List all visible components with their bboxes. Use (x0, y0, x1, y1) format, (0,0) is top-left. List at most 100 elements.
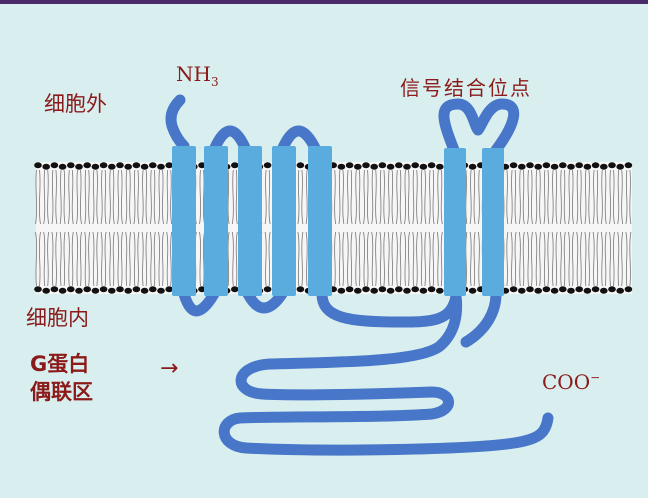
lipid-tail (568, 231, 571, 287)
lipid-tail (161, 231, 164, 287)
lipid-tail (469, 169, 472, 225)
lipid-tail (133, 231, 136, 287)
lipid-tail (350, 231, 353, 287)
lipid-tail (346, 169, 349, 225)
lipid-head (624, 162, 633, 169)
g-protein-arrow-icon: → (160, 356, 179, 381)
lipid-tail (358, 169, 361, 225)
lipid-head (608, 162, 616, 169)
lipid-tail (412, 231, 415, 287)
lipid-tail (38, 169, 41, 225)
lipid-tail (617, 231, 620, 287)
lipid-tail (166, 169, 169, 225)
lipid-head (50, 162, 59, 169)
lipid-tail (170, 169, 173, 225)
lipid-bilayer (34, 162, 633, 294)
lipid-tail (141, 231, 144, 287)
lipid-tail (416, 169, 419, 225)
lipid-tail (428, 169, 431, 225)
lipid-tail (363, 231, 366, 287)
lipid-tail (133, 169, 136, 225)
lipid-head (370, 287, 379, 294)
lipid-tail (420, 231, 423, 287)
lipid-tail (510, 231, 513, 287)
lipid-head (550, 163, 559, 170)
lipid-tail (235, 231, 238, 287)
lipid-tail (436, 231, 439, 287)
lipid-head (263, 286, 272, 293)
top-border (0, 0, 648, 4)
lipid-tail (600, 231, 603, 287)
lipid-tail (399, 169, 402, 225)
lipid-tail (158, 169, 161, 225)
lipid-head (165, 286, 173, 293)
lipid-head (567, 163, 575, 170)
lipid-tail (202, 231, 205, 287)
lipid-tail (629, 231, 632, 287)
lipid-tail (559, 169, 562, 225)
lipid-tail (576, 231, 579, 287)
helix-3 (238, 146, 262, 296)
lipid-tail (120, 169, 123, 225)
lipid-tail (334, 231, 337, 287)
lipid-tail (424, 231, 427, 287)
lipid-tail (395, 169, 398, 225)
lipid-tail (428, 231, 431, 287)
lipid-head (550, 287, 559, 294)
lipid-tail (563, 231, 566, 287)
lipid-tail (465, 231, 468, 287)
lipid-tail (346, 231, 349, 287)
lipid-tail (518, 231, 521, 287)
g-protein-label-line2: 偶联区 (30, 380, 93, 404)
lipid-tail (371, 169, 374, 225)
lipid-head (149, 286, 157, 293)
lipid-tail (420, 169, 423, 225)
lipid-tail (129, 169, 132, 225)
lipid-tail (305, 231, 308, 287)
lipid-tail (84, 231, 87, 287)
lipid-tail (522, 169, 525, 225)
lipid-tail (141, 169, 144, 225)
lipid-tail (612, 169, 615, 225)
lipid-tail (35, 169, 38, 225)
lipid-tail (67, 169, 70, 225)
lipid-tail (264, 169, 267, 225)
lipid-tail (535, 169, 538, 225)
lipid-tail (338, 231, 341, 287)
lipid-tail (366, 231, 369, 287)
lipid-head (34, 286, 42, 293)
lipid-head (132, 162, 141, 169)
lipid-tail (71, 169, 74, 225)
extracellular-label: 细胞外 (44, 92, 107, 116)
lipid-tail (625, 231, 628, 287)
lipid-tail (231, 169, 234, 225)
lipid-tail (79, 169, 82, 225)
intracellular-label: 细胞内 (26, 306, 89, 330)
lipid-head (534, 163, 542, 170)
helix-7 (482, 148, 504, 296)
lipid-tail (137, 169, 140, 225)
lipid-tail (166, 231, 169, 287)
lipid-head (91, 163, 100, 170)
lipid-tail (117, 169, 120, 225)
lipid-head (67, 162, 75, 169)
lipid-tail (543, 231, 546, 287)
lipid-head (58, 287, 67, 294)
lipid-tail (510, 169, 513, 225)
lipid-head (509, 162, 518, 169)
lipid-tail (432, 231, 435, 287)
lipid-tail (596, 169, 599, 225)
helix-6 (444, 148, 466, 296)
lipid-tail (514, 169, 517, 225)
lipid-tail (55, 169, 58, 225)
lipid-head (509, 286, 518, 293)
lipid-head (157, 163, 165, 170)
lipid-tail (342, 169, 345, 225)
lipid-tail (112, 231, 115, 287)
lipid-tail (231, 231, 234, 287)
lipid-tail (588, 231, 591, 287)
lipid-head (362, 162, 370, 169)
lipid-head (559, 162, 567, 169)
lipid-head (542, 162, 551, 169)
